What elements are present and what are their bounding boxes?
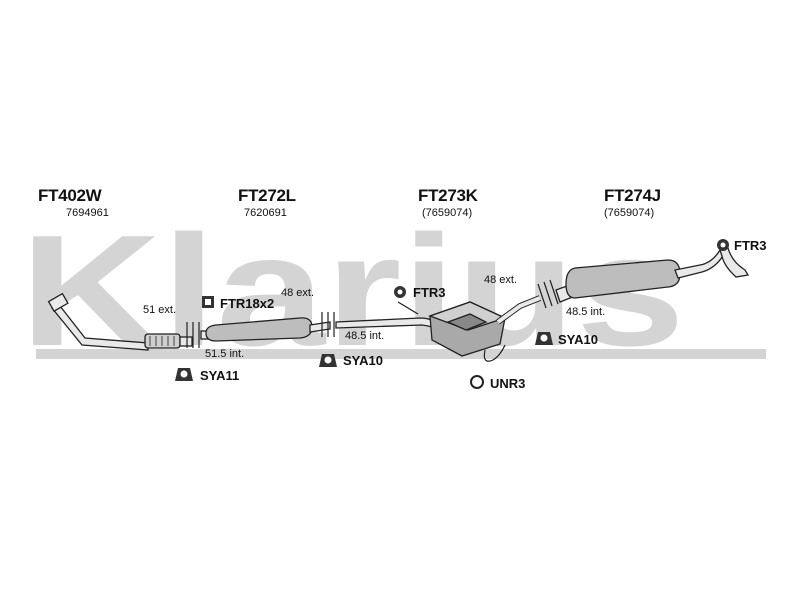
- section-code-ft274j: FT274J: [604, 186, 661, 205]
- clamp-icon: [394, 286, 406, 298]
- hanger-bracket: [397, 301, 419, 315]
- clamp-icon: [717, 239, 729, 251]
- clamp-icon: [202, 296, 214, 308]
- dimension-label: 48.5 int.: [345, 330, 385, 342]
- joint-2: [321, 312, 335, 337]
- section-code-ft272l: FT272L: [238, 186, 296, 205]
- section-code-ft273k: FT273K: [418, 186, 478, 205]
- section-oem-ft272l: 7620691: [244, 207, 287, 219]
- rear-silencer: [555, 242, 750, 303]
- part-label-ftr3-centre: FTR3: [413, 285, 446, 300]
- dimension-label: 48 ext.: [281, 287, 315, 299]
- part-label-ftr3-rear: FTR3: [734, 238, 767, 253]
- rubber-mount-icon: [319, 354, 337, 367]
- rubber-mount-icon: [175, 368, 193, 381]
- section-code-ft402w: FT402W: [38, 186, 102, 205]
- section-oem-ft402w: 7694961: [66, 207, 109, 219]
- part-label-sya10-rear: SYA10: [558, 332, 598, 347]
- centre-silencer: [428, 295, 542, 362]
- dimension-label: 48.5 int.: [566, 306, 606, 318]
- part-label-ftr18x2: FTR18x2: [220, 296, 275, 311]
- joint-1: [186, 322, 200, 348]
- ring-gasket-icon: [470, 375, 484, 389]
- watermark-bar: [36, 349, 766, 359]
- front-pipe: [47, 292, 193, 351]
- part-label-unr3: UNR3: [490, 376, 526, 391]
- part-label-sya11: SYA11: [200, 368, 240, 383]
- intermediate-pipe: [200, 317, 331, 342]
- dimension-label: 48 ext.: [484, 274, 518, 286]
- dimension-label: 51 ext.: [143, 304, 177, 316]
- rubber-mount-icon: [535, 332, 553, 345]
- joint-3: [537, 279, 559, 309]
- section-oem-ft274j: (7659074): [604, 207, 655, 219]
- dimension-label: 51.5 int.: [205, 348, 245, 360]
- part-label-sya10-centre: SYA10: [343, 353, 383, 368]
- section-oem-ft273k: (7659074): [422, 207, 473, 219]
